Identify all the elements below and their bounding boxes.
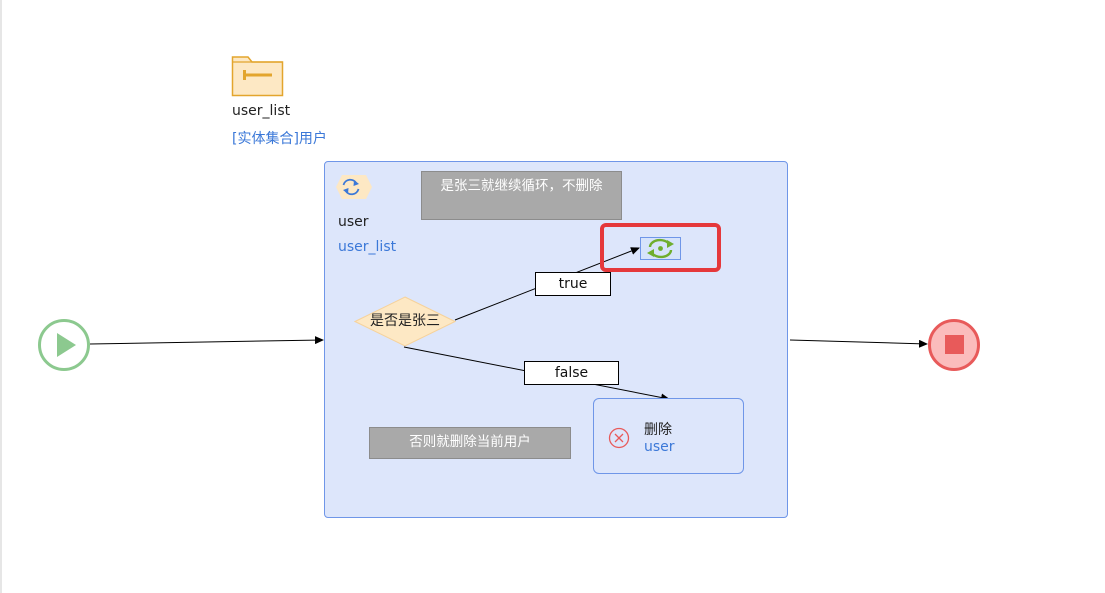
delete-target[interactable]: user	[644, 439, 675, 455]
delete-node[interactable]: 删除 user	[593, 398, 744, 474]
decision-diamond[interactable]: 是否是张三	[354, 296, 456, 347]
continue-note[interactable]: 是张三就继续循环，不删除	[421, 171, 622, 220]
true-edge-label[interactable]: true	[535, 272, 611, 296]
collection-type-label[interactable]: [实体集合]用户	[232, 131, 327, 147]
canvas-left-border	[0, 0, 2, 593]
play-icon	[57, 333, 76, 357]
start-node[interactable]	[37, 318, 91, 372]
end-node[interactable]	[927, 318, 981, 372]
decision-label: 是否是张三	[370, 313, 440, 329]
delete-note[interactable]: 否则就删除当前用户	[369, 427, 571, 459]
collection-name: user_list	[232, 103, 291, 119]
edge-start-to-loop	[89, 336, 324, 345]
stop-icon	[945, 335, 964, 354]
loop-icon	[335, 174, 373, 200]
continue-loop-icon	[647, 238, 674, 259]
continue-loop-node[interactable]	[640, 237, 681, 260]
delete-title: 删除	[644, 422, 672, 438]
highlight-box	[600, 223, 721, 272]
edge-loop-to-end	[789, 339, 928, 348]
false-edge-label[interactable]: false	[524, 361, 619, 385]
folder-icon[interactable]	[231, 53, 284, 97]
loop-source[interactable]: user_list	[338, 239, 397, 255]
delete-circle-icon	[608, 427, 630, 449]
loop-item-var: user	[338, 214, 369, 230]
